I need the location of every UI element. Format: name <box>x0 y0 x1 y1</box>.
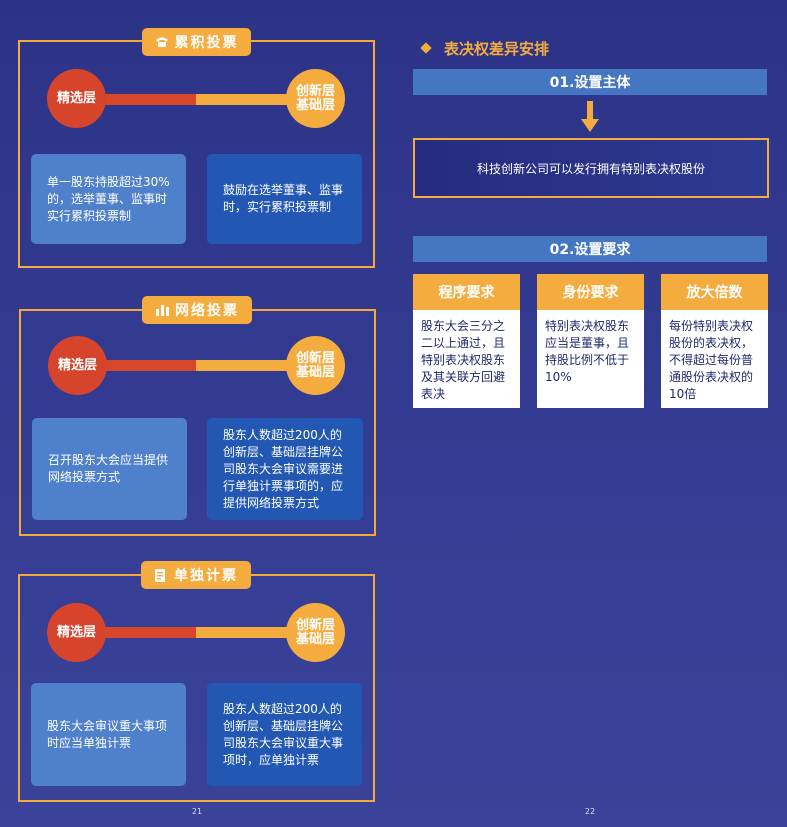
node-select-tier: 精选层 <box>47 603 106 662</box>
diamond-bullet-icon <box>420 42 432 54</box>
section-tag-cumulative-voting: 累积投票 <box>142 28 251 56</box>
connector-bar-orange <box>196 94 292 105</box>
column-header-multiplier: 放大倍数 <box>661 274 768 310</box>
text-box-innovation-base-tier: 股东人数超过200人的创新层、基础层挂牌公司股东大会审议重大事项时，应单独计票 <box>207 683 362 786</box>
node-select-tier: 精选层 <box>47 69 106 128</box>
column-header-identity: 身份要求 <box>537 274 644 310</box>
phone-icon <box>155 36 169 48</box>
column-body-multiplier: 每份特别表决权股份的表决权，不得超过每份普通股份表决权的10倍 <box>661 310 768 408</box>
arrow-down-icon <box>581 101 599 132</box>
node-innovation-base-tier: 创新层 基础层 <box>286 336 345 395</box>
text-box-select-tier: 单一股东持股超过30%的，选举董事、监事时实行累积投票制 <box>31 154 186 244</box>
section-title: 单独计票 <box>174 568 238 584</box>
connector-bar-red <box>100 360 198 371</box>
node-innovation-base-tier: 创新层 基础层 <box>286 69 345 128</box>
text-box-innovation-base-tier: 鼓励在选举董事、监事时，实行累积投票制 <box>207 154 362 244</box>
page-number-left: 21 <box>191 807 203 816</box>
section-tag-separate-counting: 单独计票 <box>141 561 251 589</box>
column-body-procedure: 股东大会三分之二以上通过，且特别表决权股东及其关联方回避表决 <box>413 310 520 408</box>
page-number-right: 22 <box>584 807 596 816</box>
node-select-tier: 精选层 <box>48 336 107 395</box>
section-band-subject: 01.设置主体 <box>413 69 767 95</box>
section-title: 累积投票 <box>174 35 239 51</box>
column-header-procedure: 程序要求 <box>413 274 520 310</box>
section-title: 网络投票 <box>175 303 239 319</box>
document-icon <box>154 568 168 582</box>
connector-bar-orange <box>196 360 292 371</box>
column-body-identity: 特别表决权股东应当是董事，且持股比例不低于10% <box>537 310 644 408</box>
section-tag-online-voting: 网络投票 <box>142 296 252 324</box>
page-heading: 表决权差异安排 <box>418 38 549 58</box>
connector-bar-red <box>100 627 198 638</box>
node-innovation-base-tier: 创新层 基础层 <box>286 603 345 662</box>
text-box-select-tier: 召开股东大会应当提供网络投票方式 <box>32 418 187 520</box>
text-box-innovation-base-tier: 股东人数超过200人的创新层、基础层挂牌公司股东大会审议需要进行单独计票事项的，… <box>207 418 363 520</box>
connector-bar-red <box>100 94 198 105</box>
text-box-select-tier: 股东大会审议重大事项时应当单独计票 <box>31 683 186 786</box>
subject-box: 科技创新公司可以发行拥有特别表决权股份 <box>413 138 769 198</box>
section-band-requirements: 02.设置要求 <box>413 236 767 262</box>
connector-bar-orange <box>196 627 292 638</box>
bar-chart-icon <box>155 304 169 316</box>
